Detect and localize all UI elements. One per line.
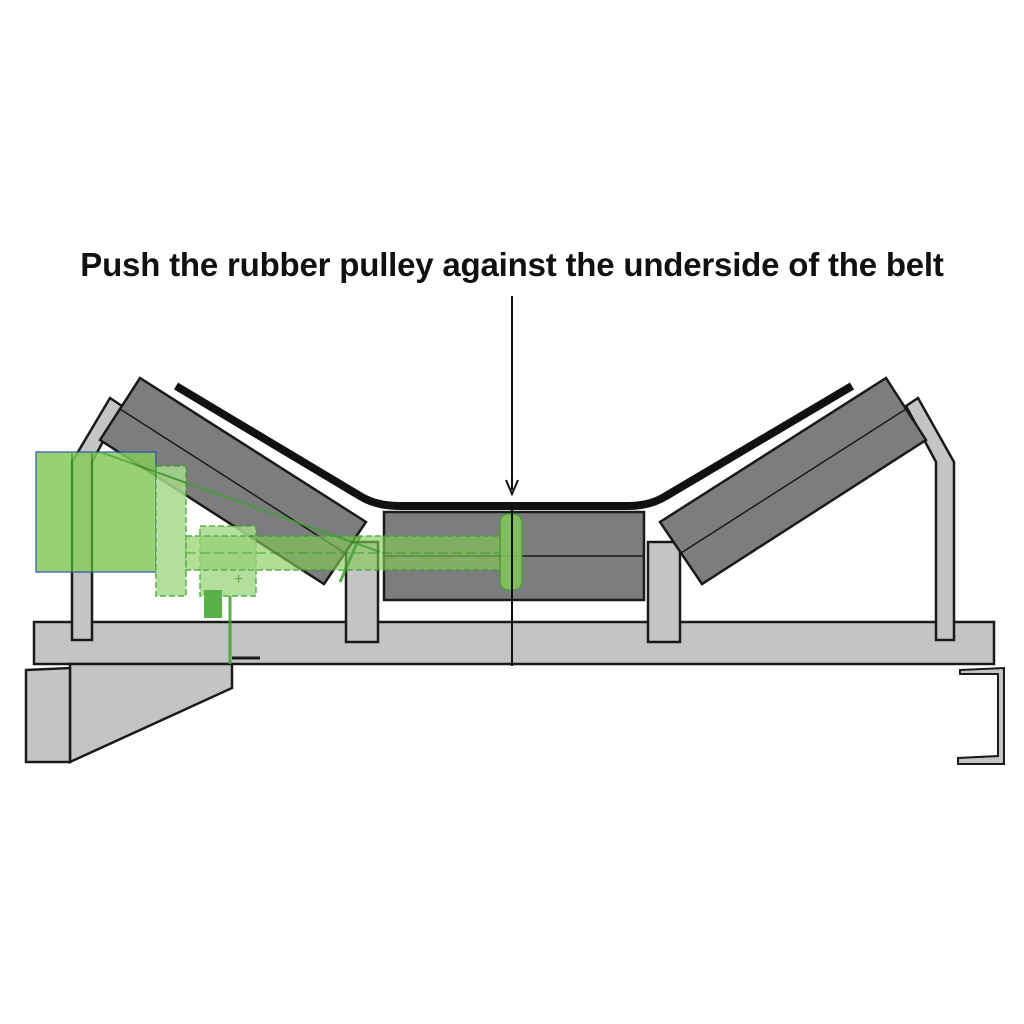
right-channel-bracket bbox=[957, 666, 1005, 765]
svg-text:+: + bbox=[234, 571, 243, 588]
arrow-to-contact-point bbox=[505, 296, 519, 666]
idler-frame-crossbar bbox=[32, 620, 996, 666]
conveyor-belt bbox=[173, 382, 855, 510]
instruction-caption: Push the rubber pulley against the under… bbox=[80, 246, 944, 283]
right-wing-idler-roller bbox=[658, 376, 928, 586]
right-wing-arm bbox=[904, 396, 956, 642]
left-mounting-bracket bbox=[24, 656, 260, 764]
rubber-pulley-belt-cleaner-device: + bbox=[35, 451, 523, 664]
left-wing-idler-roller bbox=[98, 376, 368, 586]
